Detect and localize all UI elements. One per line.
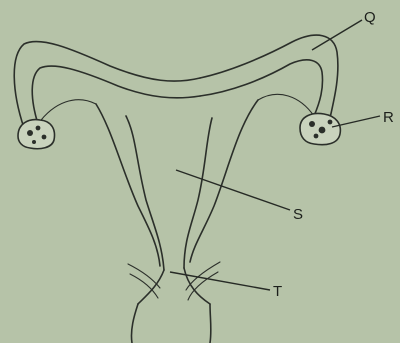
leader-line-r [332, 116, 380, 127]
uterus-cavity-left [126, 116, 164, 270]
vagina-right-wall [210, 304, 211, 343]
right-fallopian-tube-inner [200, 60, 323, 116]
left-ovary [18, 120, 54, 149]
left-fallopian-tube-inner [32, 66, 200, 124]
label-t: T [273, 283, 282, 300]
cervix-left-lip [138, 270, 164, 304]
uterus-outer-left-wall [96, 104, 160, 266]
uterus-outer-right-wall [190, 100, 258, 262]
cervix-left-fold-2 [130, 274, 158, 298]
leader-line-t [170, 272, 270, 290]
label-r: R [383, 109, 394, 126]
leader-line-s [176, 170, 290, 210]
label-q: Q [364, 9, 376, 26]
left-ovarian-ligament [38, 100, 96, 124]
left-fallopian-tube-outline [14, 41, 200, 128]
uterus-cavity-right [184, 118, 212, 268]
cervix-right-lip [184, 268, 210, 304]
right-ovary [300, 114, 340, 145]
label-s: S [293, 206, 303, 223]
right-ovarian-ligament [258, 94, 314, 116]
vagina-left-wall [131, 304, 138, 343]
